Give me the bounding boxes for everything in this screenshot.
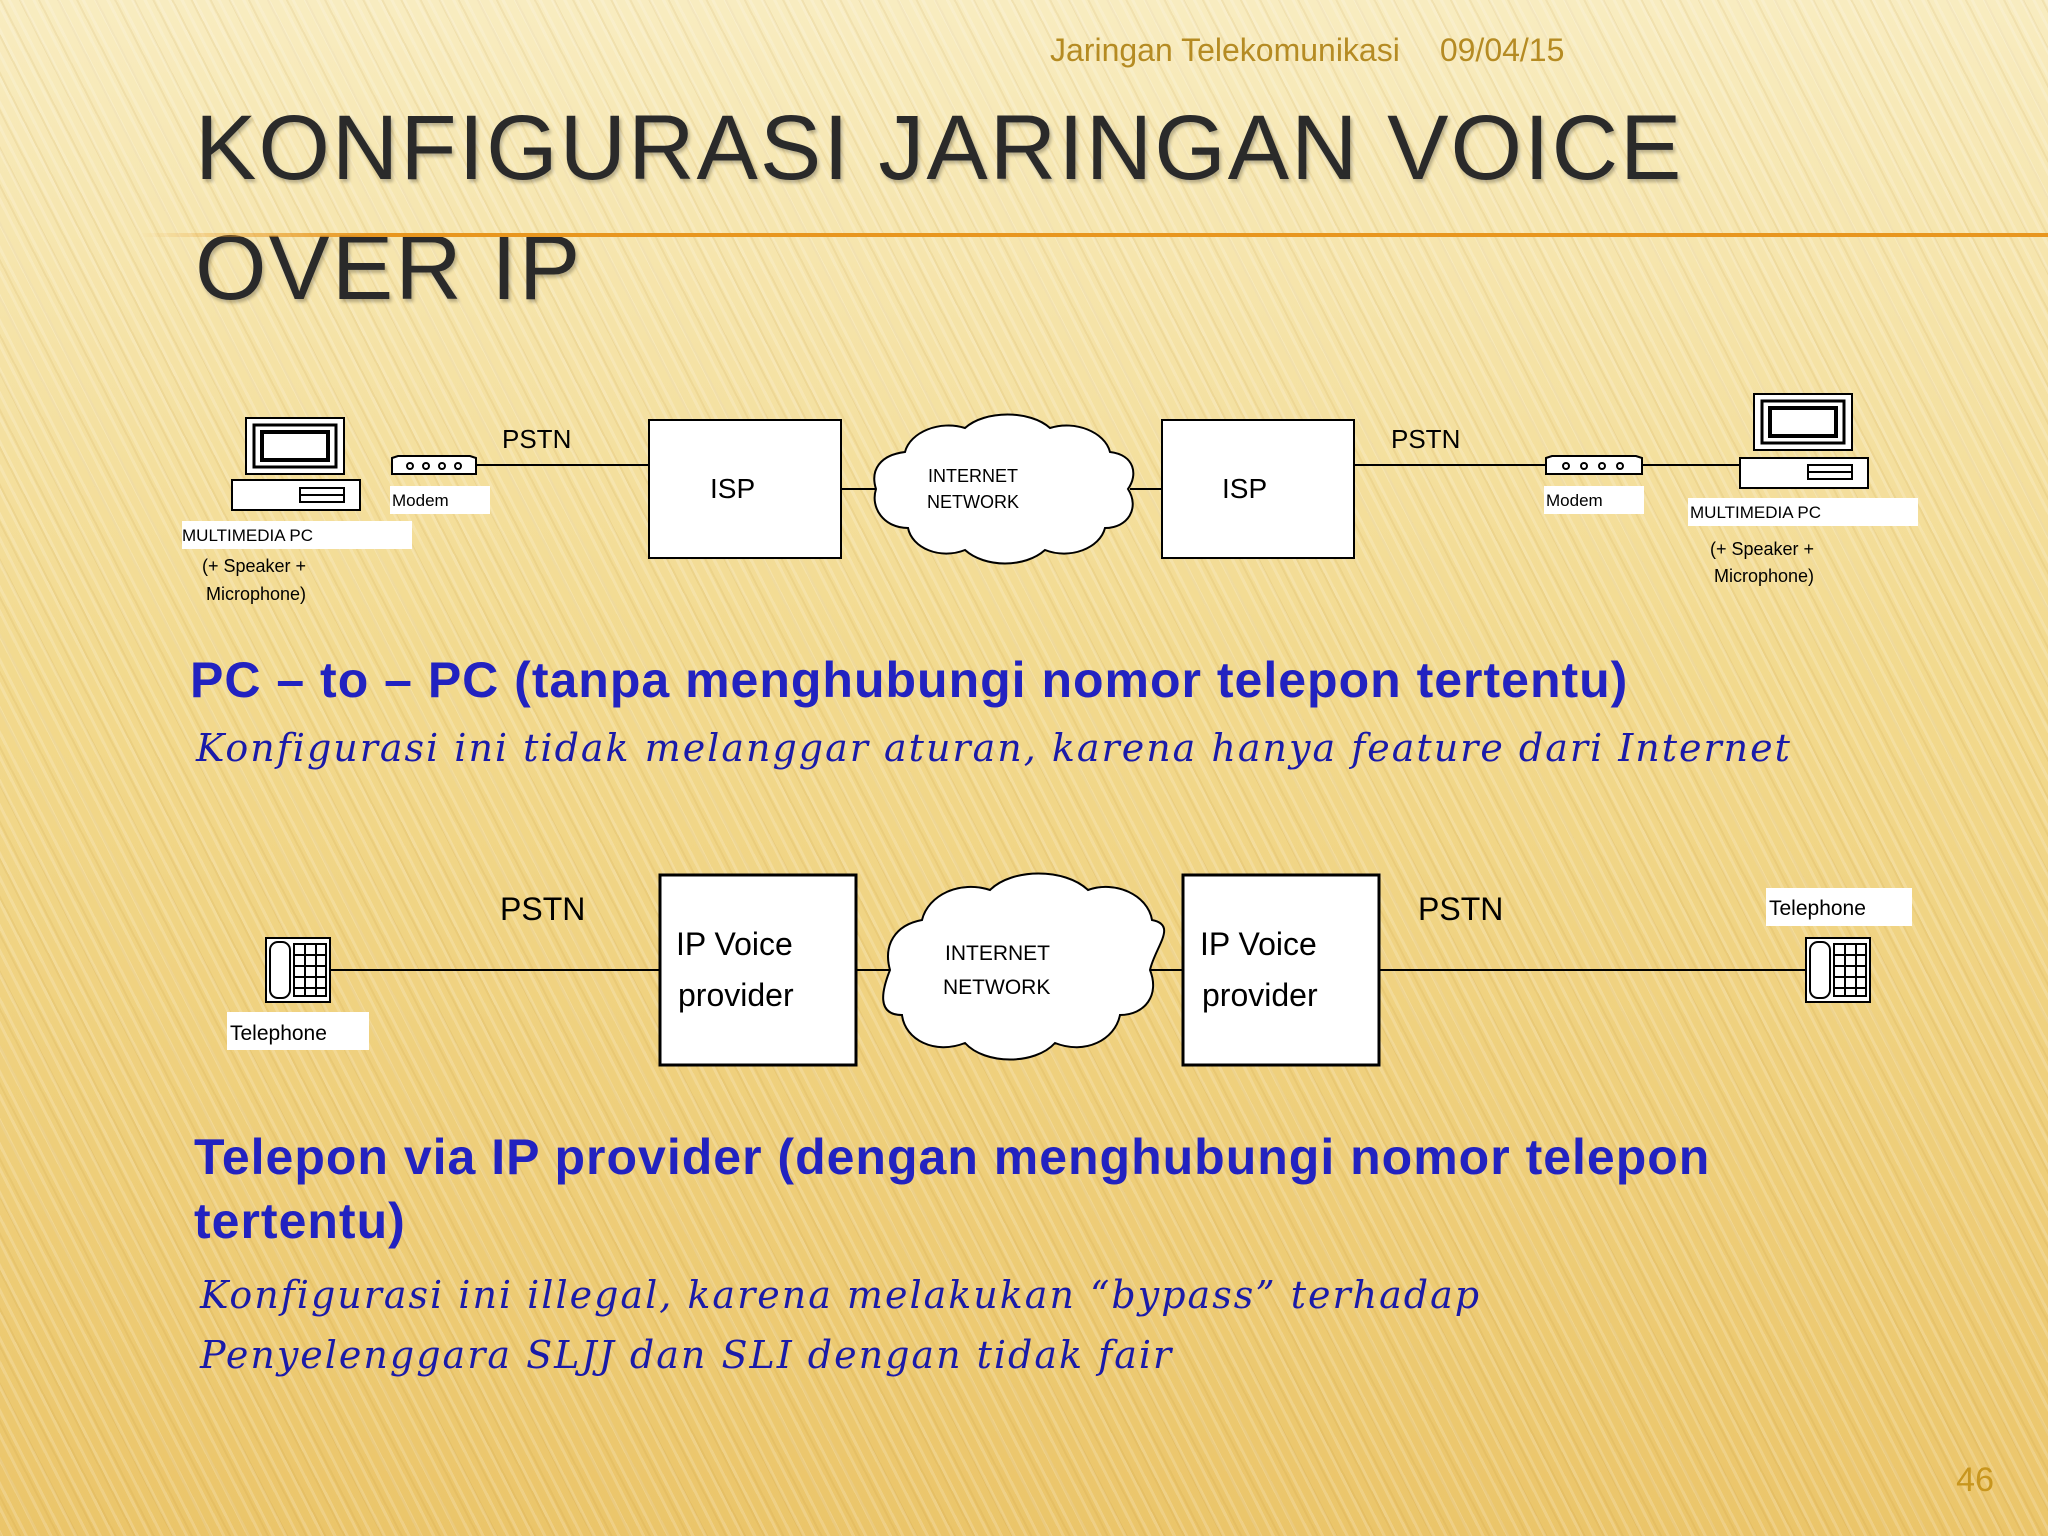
left-telephone-icon xyxy=(265,937,331,1003)
left-ip-voice-provider-box xyxy=(658,873,858,1067)
description-telephone-line1: Konfigurasi ini illegal, karena melakuka… xyxy=(200,1273,1482,1317)
right-ip-voice-provider-box xyxy=(1181,873,1381,1067)
right-pstn-label-2: PSTN xyxy=(1418,891,1503,927)
description-telephone-line2: Penyelenggara SLJJ dan SLI dengan tidak … xyxy=(200,1333,1174,1377)
left-modem-label-bg xyxy=(390,486,490,514)
slide-date: 09/04/15 xyxy=(1439,32,1565,68)
right-modem-label-bg xyxy=(1544,486,1644,514)
diagram-pc-to-pc: MULTIMEDIA PC (+ Speaker + Microphone) M… xyxy=(182,393,1918,604)
right-pc-sub2: Microphone) xyxy=(1714,566,1814,586)
right-pc-sub1: (+ Speaker + xyxy=(1710,539,1814,559)
right-pstn-label: PSTN xyxy=(1391,424,1460,454)
description-pc-to-pc: Konfigurasi ini tidak melanggar aturan, … xyxy=(196,726,1792,770)
left-pc-label: MULTIMEDIA PC xyxy=(182,526,313,545)
right-modem-label: Modem xyxy=(1546,491,1603,510)
left-pc-label-bg xyxy=(182,521,412,549)
right-pc-label-bg xyxy=(1688,498,1918,526)
right-telephone-label: Telephone xyxy=(1769,897,1866,920)
right-modem-icon xyxy=(1545,455,1643,475)
internet-cloud-1 xyxy=(873,413,1135,565)
left-modem-label: Modem xyxy=(392,491,449,510)
cloud2-line1: INTERNET xyxy=(945,942,1050,965)
left-telephone-label: Telephone xyxy=(230,1022,327,1045)
right-pc-label: MULTIMEDIA PC xyxy=(1690,503,1821,522)
left-pc-sub2: Microphone) xyxy=(206,584,306,604)
caption-pc-to-pc: PC – to – PC (tanpa menghubungi nomor te… xyxy=(190,652,1629,708)
slide-header: Jaringan Telekomunikasi 09/04/15 xyxy=(1050,32,1564,69)
course-name: Jaringan Telekomunikasi xyxy=(1050,32,1400,68)
right-provider-line1: IP Voice xyxy=(1200,926,1317,962)
right-telephone-label-bg xyxy=(1766,888,1912,926)
right-telephone-icon xyxy=(1805,937,1871,1003)
left-modem-icon xyxy=(391,455,477,475)
right-isp-label: ISP xyxy=(1222,473,1267,504)
left-pc-sub1: (+ Speaker + xyxy=(202,556,306,576)
internet-cloud-2 xyxy=(882,872,1165,1061)
caption-telephone-via-ip: Telepon via IP provider (dengan menghubu… xyxy=(194,1129,1711,1249)
right-provider-line2: provider xyxy=(1202,977,1318,1013)
title-underline xyxy=(140,233,2048,237)
left-isp-label: ISP xyxy=(710,473,755,504)
left-pc-icon xyxy=(231,417,361,511)
left-provider-line1: IP Voice xyxy=(676,926,793,962)
left-pstn-label: PSTN xyxy=(502,424,571,454)
right-pc-icon xyxy=(1739,393,1869,489)
cloud2-line2: NETWORK xyxy=(943,976,1050,999)
left-pstn-label-2: PSTN xyxy=(500,891,585,927)
page-number: 46 xyxy=(1956,1461,1994,1499)
diagram-telephone-via-ip: Telephone PSTN IP Voice provider INTERNE… xyxy=(227,872,1912,1067)
cloud1-line1: INTERNET xyxy=(928,466,1018,486)
cloud1-line2: NETWORK xyxy=(927,492,1019,512)
left-provider-line2: provider xyxy=(678,977,794,1013)
left-telephone-label-bg xyxy=(227,1012,369,1050)
right-isp-box xyxy=(1161,419,1355,559)
left-isp-box xyxy=(648,419,842,559)
